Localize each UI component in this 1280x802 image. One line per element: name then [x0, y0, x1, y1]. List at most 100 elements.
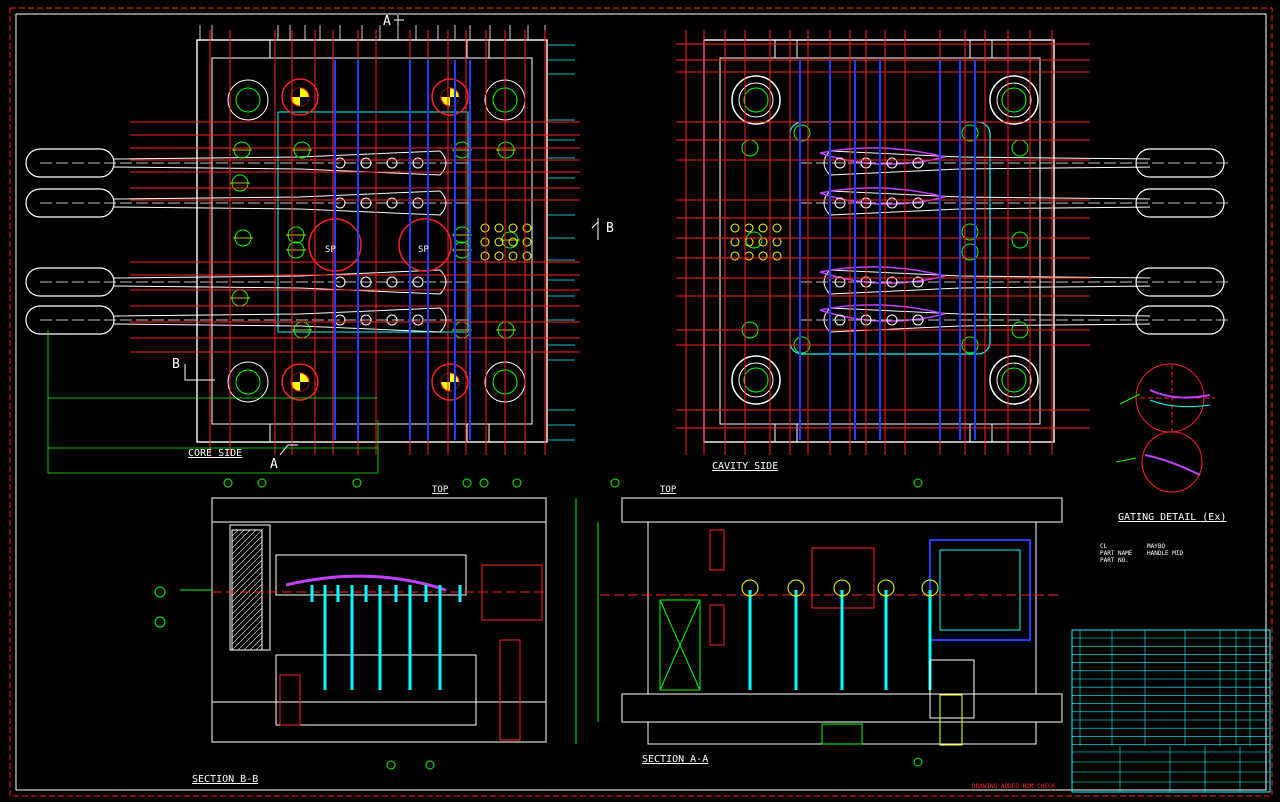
gating-detail-title: GATING DETAIL (Ex)	[1118, 512, 1226, 523]
core-sp-right: SP	[418, 245, 429, 255]
top-label-left: TOP	[432, 485, 449, 495]
cooling-port	[961, 223, 979, 241]
callout-balloon	[386, 760, 396, 770]
handle-part-outline	[25, 305, 470, 335]
cooling-port	[745, 231, 763, 249]
cooling-port	[793, 124, 811, 142]
callout-balloon	[479, 478, 489, 488]
section-b-right-label: B	[606, 221, 614, 236]
handle-part-outline	[800, 187, 1230, 218]
section-b-left-label: B	[172, 357, 180, 372]
support-pillar	[398, 218, 452, 272]
cooling-port	[1011, 231, 1029, 249]
section-a-bottom-label: A	[270, 457, 278, 472]
pin-head	[833, 579, 851, 597]
pin-hole	[758, 223, 768, 233]
guide-bushing	[996, 82, 1032, 118]
leader-pin	[281, 78, 319, 116]
guide-pillar	[227, 79, 269, 121]
pin-head	[921, 579, 939, 597]
cooling-port	[741, 139, 759, 157]
pin-hole	[744, 251, 754, 261]
drawing-footer-note: DRAWING ADDED BOM CHECK	[972, 783, 1055, 790]
pin-hole	[758, 251, 768, 261]
ejector-pin-hole	[494, 223, 504, 233]
pin-hole	[730, 237, 740, 247]
ejector-pin-hole	[508, 237, 518, 247]
cooling-port	[1011, 139, 1029, 157]
part-info-block: CL MAYBO PART NAME HANDLE MID PART NO.	[1100, 543, 1184, 564]
pin-head	[877, 579, 895, 597]
callout-balloon	[462, 478, 472, 488]
core-side-view: A A B SP SP CORE SIDE	[25, 14, 580, 474]
pin-hole	[730, 251, 740, 261]
pin-hole	[772, 251, 782, 261]
drawing-frame-outer	[9, 7, 1273, 797]
cooling-port	[961, 124, 979, 142]
guide-bushing	[1001, 87, 1027, 113]
cavity-side-title: CAVITY SIDE	[712, 461, 778, 472]
section-a-top-label: A	[383, 14, 391, 29]
handle-part-outline	[25, 188, 470, 218]
ejector-pin-hole	[522, 251, 532, 261]
guide-bushing	[989, 355, 1039, 405]
part-info-line3-label: PART NO.	[1100, 557, 1129, 564]
pin-hole	[772, 237, 782, 247]
gating-detail-view: GATING DETAIL (Ex)	[1115, 363, 1226, 523]
guide-bushing	[996, 362, 1032, 398]
ejector-pin-hole	[494, 251, 504, 261]
guide-bushing	[989, 75, 1039, 125]
pin-hole	[758, 237, 768, 247]
drawing-frame-inner	[15, 13, 1267, 791]
cooling-port	[961, 243, 979, 261]
pin-hole	[744, 223, 754, 233]
part-info-line1-label: CL	[1100, 543, 1108, 550]
core-sp-left: SP	[325, 245, 336, 255]
guide-bushing	[738, 362, 774, 398]
leader-pin	[281, 363, 319, 401]
section-bb-view: TOP SECTION B-B	[154, 478, 547, 785]
leader-pin	[431, 78, 469, 116]
top-label-right: TOP	[660, 485, 677, 495]
ejector-pin-hole	[494, 237, 504, 247]
callout-balloon	[352, 478, 362, 488]
ejector-pin-hole	[480, 251, 490, 261]
pin-head	[741, 579, 759, 597]
ejector-pin-hole	[508, 223, 518, 233]
ejector-pin-hole	[480, 223, 490, 233]
guide-pillar	[235, 369, 261, 395]
part-info-line1-value: MAYBO	[1147, 543, 1165, 550]
guide-bushing	[1001, 367, 1027, 393]
part-info-line2-label: PART NAME	[1100, 550, 1133, 557]
section-bb-title: SECTION B-B	[192, 774, 258, 785]
pin-hole	[730, 223, 740, 233]
guide-pillar	[235, 87, 261, 113]
cavity-side-view: B CAVITY SIDE	[591, 30, 1230, 472]
callout-balloon	[512, 478, 522, 488]
callout-balloon	[223, 478, 233, 488]
pin-hole	[772, 223, 782, 233]
handle-part-outline	[25, 148, 470, 178]
ejector-pin-hole	[480, 237, 490, 247]
callout-balloon	[913, 757, 923, 767]
handle-part-outline	[800, 147, 1230, 178]
part-info-line2-value: HANDLE MID	[1147, 550, 1184, 557]
guide-bushing	[738, 82, 774, 118]
leader-pin	[431, 363, 469, 401]
bill-of-materials-table	[1071, 629, 1271, 793]
guide-bushing	[743, 367, 769, 393]
ejector-pin-hole	[522, 223, 532, 233]
pin-head	[787, 579, 805, 597]
section-aa-view: TOP SECTION A-A	[575, 478, 1063, 767]
callout-balloon	[610, 478, 620, 488]
guide-bushing	[731, 75, 781, 125]
section-aa-title: SECTION A-A	[642, 754, 708, 765]
guide-bushing	[731, 355, 781, 405]
callout-balloon	[257, 478, 267, 488]
callout-balloon	[913, 478, 923, 488]
core-side-title: CORE SIDE	[188, 448, 242, 459]
ejector-pin-hole	[522, 237, 532, 247]
callout-balloon	[425, 760, 435, 770]
guide-pillar	[227, 361, 269, 403]
